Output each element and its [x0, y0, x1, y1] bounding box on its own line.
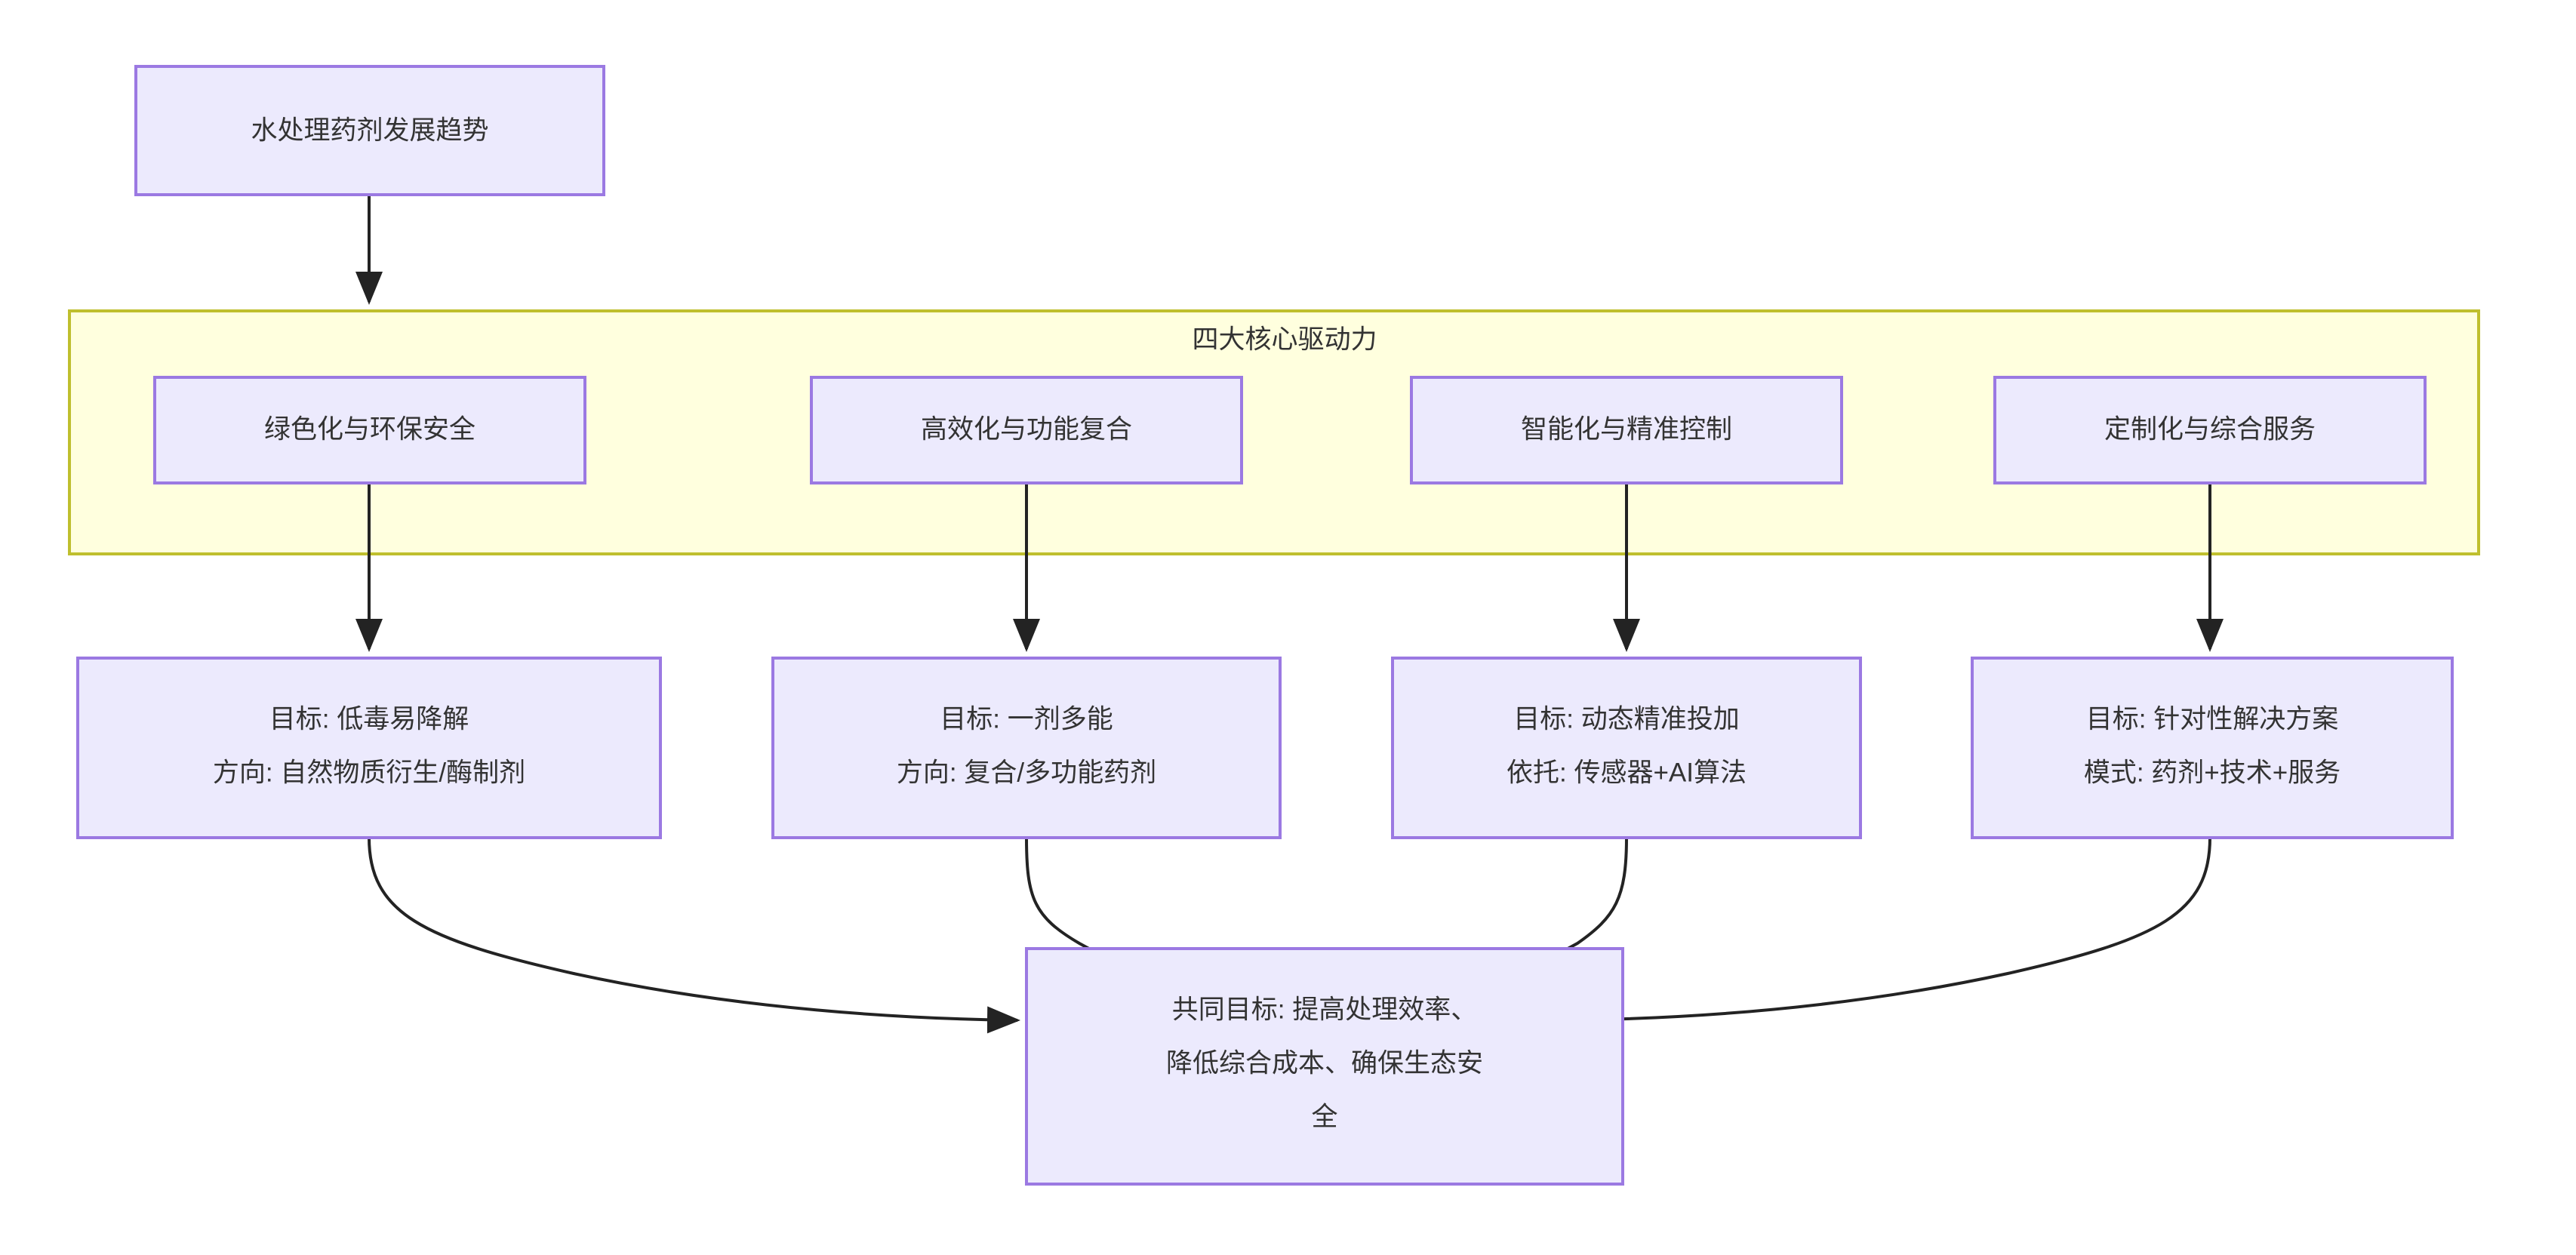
edge-detail-custom-to-goal [1561, 837, 2211, 1034]
node-common-goal-line3: 全 [1311, 1102, 1337, 1131]
node-detail-intelligent-box[interactable] [1391, 657, 1862, 839]
node-driver-green-box[interactable] [153, 376, 586, 484]
node-detail-custom-line1: 目标: 针对性解决方案 [2086, 704, 2338, 734]
node-detail-custom-line2: 模式: 药剂+技术+服务 [2084, 758, 2341, 787]
node-driver-intelligent-box[interactable] [1410, 376, 1843, 484]
node-detail-green-line2: 方向: 自然物质衍生/酶制剂 [213, 758, 525, 787]
node-detail-custom[interactable]: 目标: 针对性解决方案 模式: 药剂+技术+服务 [1971, 657, 2454, 839]
node-detail-intelligent-line1: 目标: 动态精准投加 [1513, 704, 1739, 734]
node-detail-green-line1: 目标: 低毒易降解 [269, 704, 469, 734]
node-driver-custom-label: 定制化与综合服务 [2104, 414, 2316, 444]
node-detail-efficiency[interactable]: 目标: 一剂多能 方向: 复合/多功能药剂 [771, 657, 1282, 839]
node-detail-green-box[interactable] [76, 657, 662, 839]
node-driver-custom[interactable]: 定制化与综合服务 [1993, 376, 2427, 484]
node-detail-efficiency-box[interactable] [771, 657, 1282, 839]
node-common-goal[interactable]: 共同目标: 提高处理效率、 降低综合成本、确保生态安 全 [1025, 947, 1624, 1186]
edge-detail-green-to-goal [368, 837, 1020, 1034]
node-root-box[interactable] [134, 65, 605, 196]
node-root-label: 水处理药剂发展趋势 [251, 115, 488, 145]
node-detail-intelligent[interactable]: 目标: 动态精准投加 依托: 传感器+AI算法 [1391, 657, 1862, 839]
node-driver-green[interactable]: 绿色化与环保安全 [153, 376, 586, 484]
node-common-goal-box[interactable] [1025, 947, 1624, 1186]
node-root[interactable]: 水处理药剂发展趋势 [134, 65, 605, 196]
node-driver-custom-box[interactable] [1993, 376, 2427, 484]
node-common-goal-line1: 共同目标: 提高处理效率、 [1172, 995, 1477, 1024]
node-detail-efficiency-line2: 方向: 复合/多功能药剂 [897, 758, 1156, 787]
node-detail-efficiency-line1: 目标: 一剂多能 [940, 704, 1113, 734]
node-driver-intelligent[interactable]: 智能化与精准控制 [1410, 376, 1843, 484]
node-driver-efficiency[interactable]: 高效化与功能复合 [810, 376, 1243, 484]
cluster-core-drivers-title: 四大核心驱动力 [1192, 325, 1377, 354]
node-driver-efficiency-label: 高效化与功能复合 [921, 414, 1132, 444]
node-driver-efficiency-box[interactable] [810, 376, 1243, 484]
node-detail-intelligent-line2: 依托: 传感器+AI算法 [1507, 758, 1747, 787]
node-driver-green-label: 绿色化与环保安全 [264, 414, 475, 444]
node-detail-custom-box[interactable] [1971, 657, 2454, 839]
node-detail-green[interactable]: 目标: 低毒易降解 方向: 自然物质衍生/酶制剂 [76, 657, 662, 839]
node-common-goal-line2: 降低综合成本、确保生态安 [1166, 1048, 1483, 1078]
node-driver-intelligent-label: 智能化与精准控制 [1521, 414, 1732, 444]
